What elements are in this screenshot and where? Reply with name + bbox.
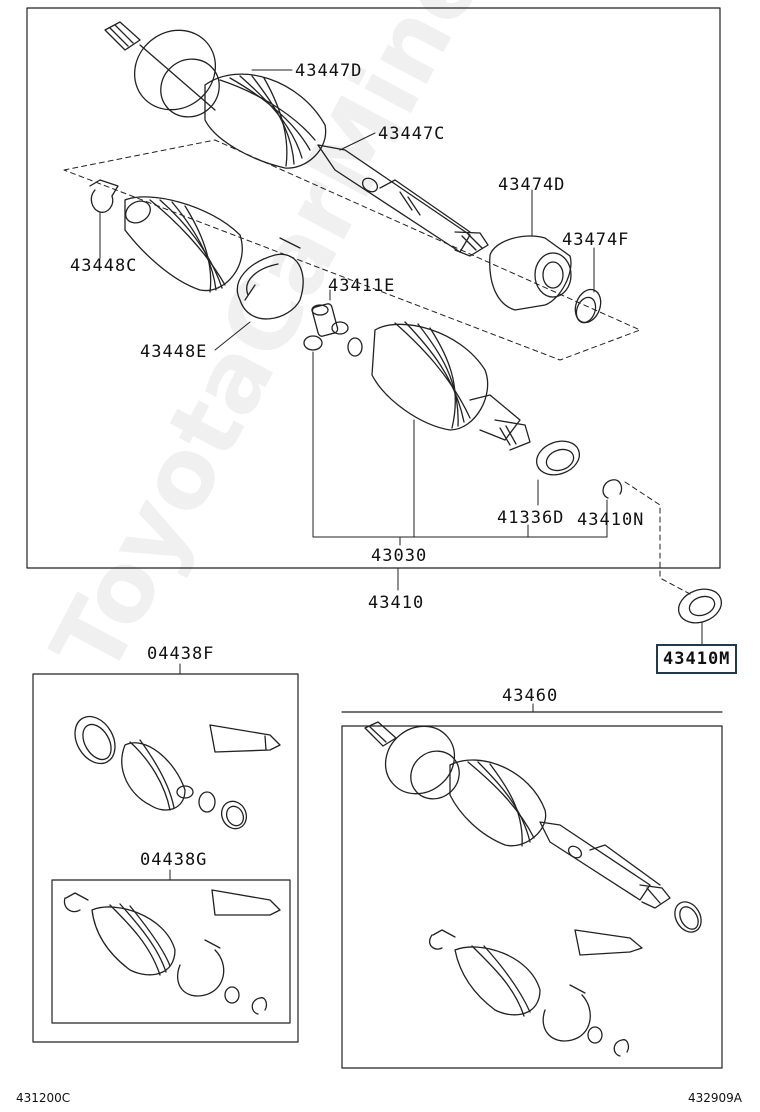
kit-04438F-parts — [74, 715, 281, 830]
label-43448C[interactable]: 43448C — [70, 256, 138, 276]
label-04438F[interactable]: 04438F — [147, 644, 215, 664]
kit-frame-04438G — [51, 879, 291, 1024]
label-43030[interactable]: 43030 — [371, 546, 428, 566]
band-43448E — [236, 237, 304, 320]
label-43410[interactable]: 43410 — [368, 593, 425, 613]
dashed-leader-43410M — [624, 481, 691, 595]
seal-41336D — [535, 440, 581, 476]
bearing-43410M — [677, 588, 723, 624]
snap-ring-43410N — [602, 479, 623, 499]
label-43410N[interactable]: 43410N — [577, 510, 645, 530]
snap-ring-small — [347, 337, 363, 357]
boot-inner — [371, 321, 531, 451]
bracket-43474D — [489, 235, 572, 311]
kit-04438G-parts — [63, 889, 281, 1015]
footer-code-left: 431200C — [16, 1091, 71, 1105]
drive-shaft-43460 — [364, 721, 671, 909]
label-41336D[interactable]: 41336D — [497, 508, 565, 528]
label-04438G[interactable]: 04438G — [140, 850, 208, 870]
clamp-43448C — [89, 179, 119, 213]
kit-43460-parts — [428, 901, 702, 1057]
label-43411E[interactable]: 43411E — [328, 276, 396, 296]
label-43410M-highlighted[interactable]: 43410M — [656, 644, 738, 674]
dashed-box — [63, 139, 641, 361]
kit-frame-04438F — [32, 673, 299, 1043]
drive-shaft-main — [104, 21, 489, 257]
boot-outer — [124, 196, 243, 293]
label-43447D[interactable]: 43447D — [295, 61, 363, 81]
label-43460[interactable]: 43460 — [502, 686, 559, 706]
footer-code-right: 432909A — [688, 1091, 743, 1105]
label-43474D[interactable]: 43474D — [498, 175, 566, 195]
assembly-frame-43410 — [26, 7, 721, 569]
label-43448E[interactable]: 43448E — [140, 342, 208, 362]
assembly-frame-43460 — [341, 711, 723, 1069]
label-43447C[interactable]: 43447C — [378, 124, 446, 144]
label-43474F[interactable]: 43474F — [562, 230, 630, 250]
tripod-43411E — [303, 303, 349, 351]
ring-43474F — [574, 288, 602, 324]
